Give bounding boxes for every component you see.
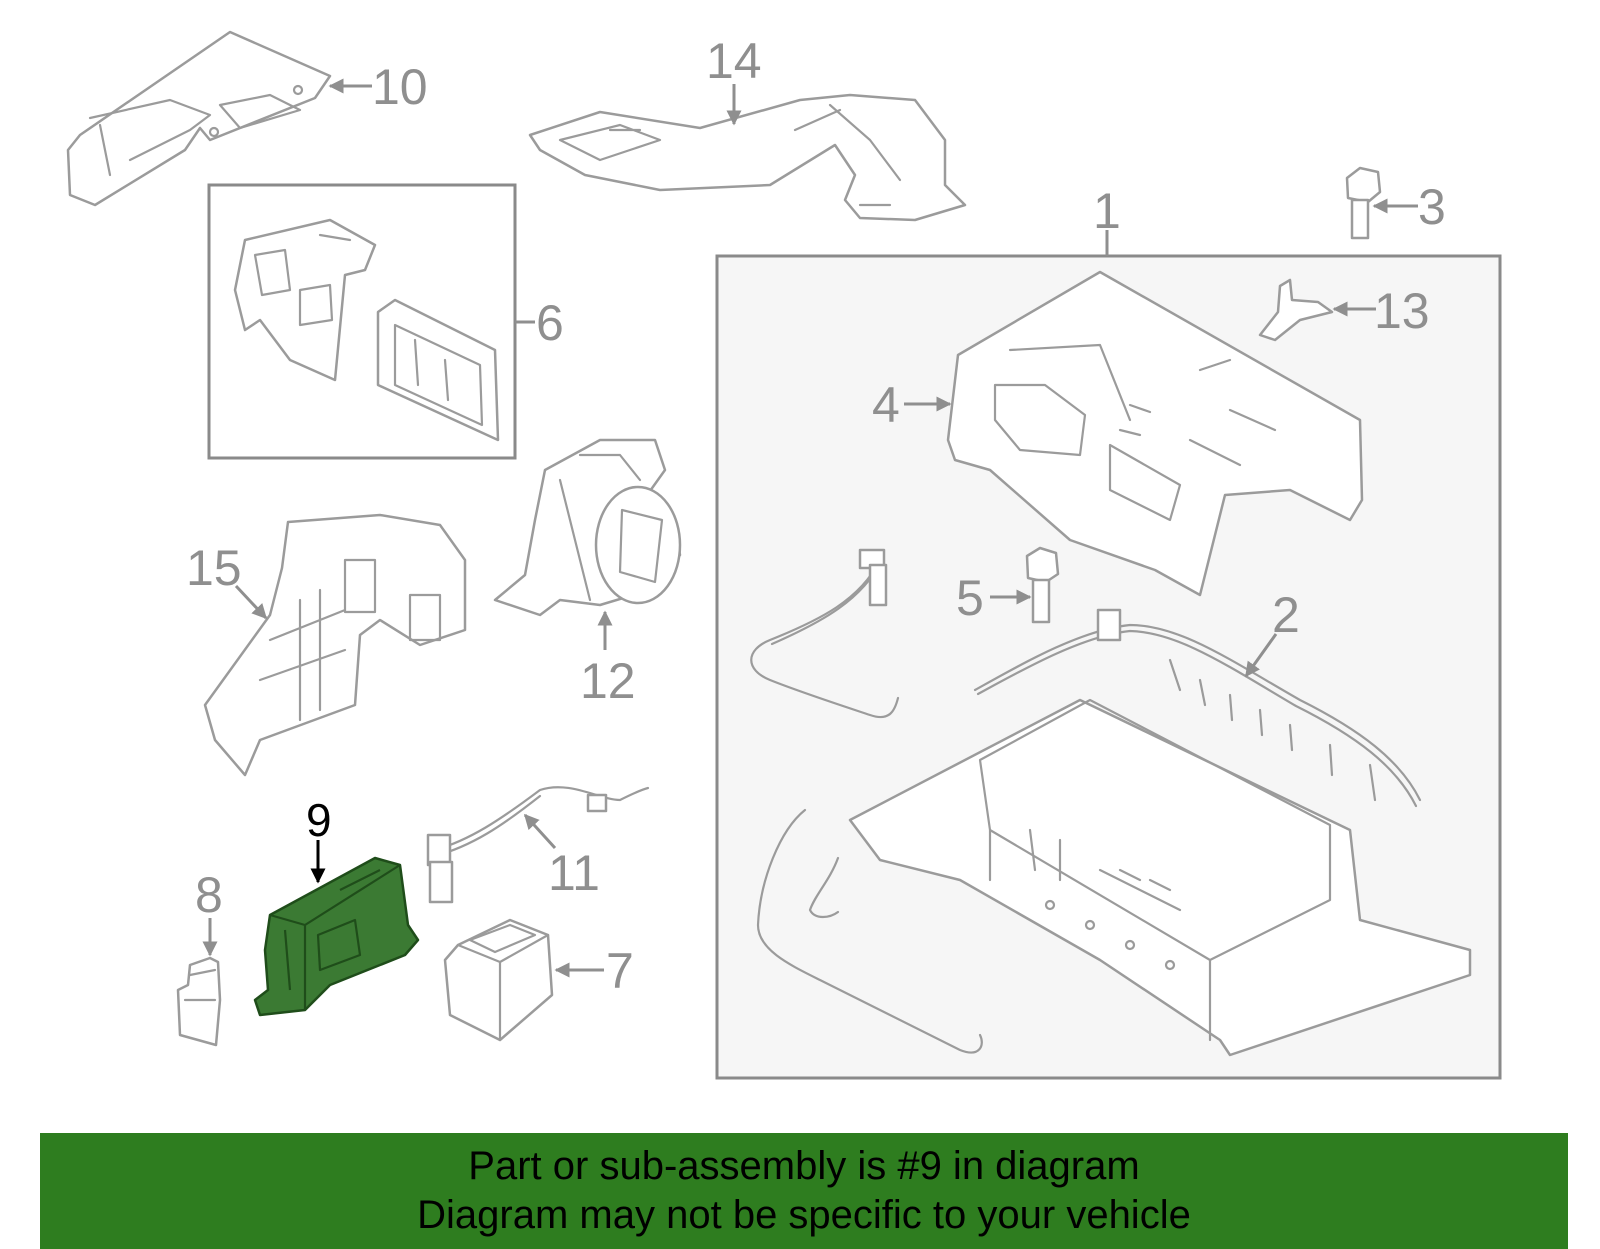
- info-banner: Part or sub-assembly is #9 in diagram Di…: [40, 1133, 1568, 1249]
- part-6-bracket-set[interactable]: [207, 183, 517, 460]
- callout-1-label: 1: [1093, 183, 1121, 239]
- callout-4: 4: [872, 377, 952, 433]
- callout-10: 10: [328, 59, 428, 115]
- harness-lower[interactable]: [756, 808, 983, 1054]
- part-14-air-duct[interactable]: [528, 93, 967, 222]
- part-3-bolt[interactable]: [1345, 166, 1382, 240]
- callout-15-label: 15: [186, 540, 242, 596]
- part-2-wire-harness[interactable]: [973, 608, 1422, 808]
- part-9-control-module-highlighted[interactable]: [253, 856, 420, 1017]
- callout-5: 5: [956, 570, 1032, 626]
- part-4-battery-cover[interactable]: [946, 270, 1364, 597]
- harness-upper-left[interactable]: [750, 548, 900, 719]
- part-13-bracket[interactable]: [1258, 278, 1334, 342]
- part-15-lower-duct[interactable]: [203, 513, 467, 777]
- callout-12-label: 12: [580, 653, 636, 709]
- callout-12: 12: [580, 610, 636, 709]
- callout-11: 11: [523, 813, 600, 901]
- callout-14: 14: [706, 33, 762, 126]
- callout-13: 13: [1332, 283, 1430, 339]
- part-10-cover-bracket[interactable]: [66, 30, 332, 207]
- callout-6-label: 6: [536, 295, 564, 351]
- part-12-blower-motor[interactable]: [493, 438, 682, 617]
- part-7-module[interactable]: [443, 918, 554, 1042]
- callout-6: 6: [515, 295, 564, 351]
- callout-13-label: 13: [1374, 283, 1430, 339]
- callout-11-label: 11: [548, 845, 600, 901]
- callout-14-label: 14: [706, 33, 762, 89]
- callout-4-label: 4: [872, 377, 900, 433]
- banner-line-1: Part or sub-assembly is #9 in diagram: [468, 1144, 1140, 1188]
- part-11-wire-harness[interactable]: [426, 786, 650, 904]
- callout-8: 8: [195, 867, 223, 957]
- callout-7-label: 7: [606, 943, 634, 999]
- callout-15: 15: [186, 540, 268, 620]
- callout-2-label: 2: [1272, 587, 1300, 643]
- callout-7: 7: [554, 943, 634, 999]
- callout-1: 1: [1093, 183, 1121, 256]
- callout-5-label: 5: [956, 570, 984, 626]
- callout-3-label: 3: [1418, 179, 1446, 235]
- callout-10-label: 10: [372, 59, 428, 115]
- callout-3: 3: [1372, 179, 1446, 235]
- banner-line-2: Diagram may not be specific to your vehi…: [417, 1193, 1191, 1237]
- callout-9: 9: [306, 794, 332, 884]
- part-8-clip[interactable]: [176, 956, 222, 1047]
- battery-tray[interactable]: [848, 698, 1472, 1057]
- part-5-bolt[interactable]: [1025, 546, 1060, 624]
- callout-2: 2: [1244, 587, 1300, 678]
- callout-8-label: 8: [195, 867, 223, 923]
- callout-9-label: 9: [306, 794, 332, 846]
